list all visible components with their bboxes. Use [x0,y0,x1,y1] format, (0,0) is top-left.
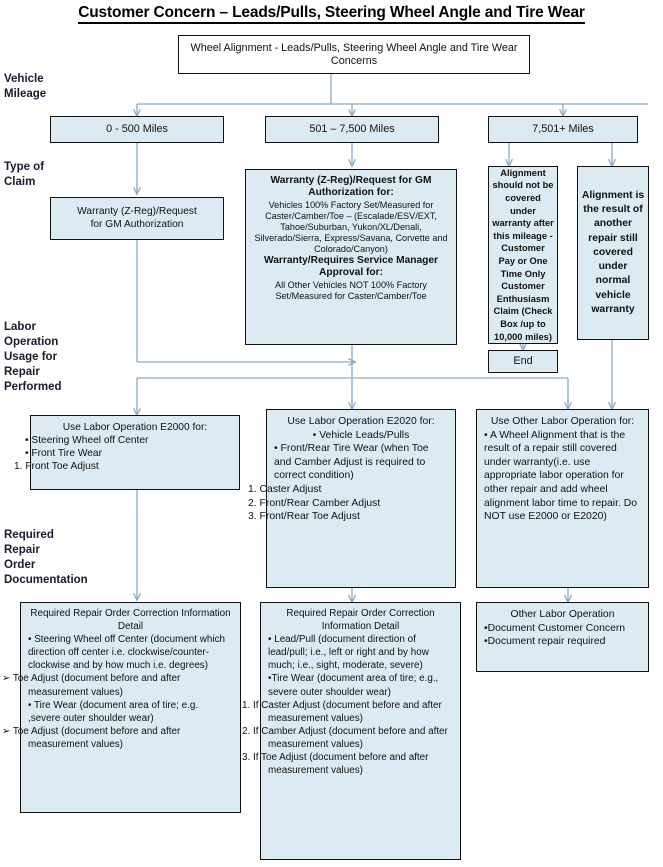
labor-e2000-list: • Steering Wheel off Center • Front Tire… [14,434,232,474]
claim-high-not-covered-node[interactable]: Alignment should not be covered under wa… [488,166,558,344]
list-item: •Document Customer Concern [484,622,626,634]
labor-e2000-header: Use Labor Operation E2000 for: [62,422,208,433]
list-item: 3. If Toe Adjust (document before and af… [242,752,429,777]
mileage-7501-plus-label: 7,501+ Miles [532,123,594,135]
mileage-7501-plus-node[interactable]: 7,501+ Miles [488,116,638,143]
labor-other-node[interactable]: Use Other Labor Operation for: • A Wheel… [476,409,649,588]
list-item: 3. Front/Rear Toe Adjust [248,511,360,523]
list-item: ➢ Toe Adjust (document before and after … [2,673,181,698]
mileage-0-500-label: 0 - 500 Miles [106,123,168,135]
claim-mid-node[interactable]: Warranty (Z-Reg)/Request for GM Authoriz… [245,169,457,345]
list-item: • Tire Wear (document area of tire; e.g.… [28,699,199,724]
labor-other-list: • A Wheel Alignment that is the result o… [484,429,641,524]
end-node-label: End [513,355,533,367]
claim-mid-bullet2-body: All Other Vehicles NOT 100% Factory Set/… [275,279,427,301]
list-item: 2. Front/Rear Camber Adjust [248,497,381,509]
claim-high-other-repair-text: Alignment is the result of another repai… [581,190,645,315]
doc-left-header: Required Repair Order Correction Informa… [30,608,231,632]
list-item: •Document repair required [484,636,606,648]
mileage-0-500-node[interactable]: 0 - 500 Miles [50,116,224,143]
doc-right-header: Other Labor Operation [510,609,615,620]
labor-e2000-node[interactable]: Use Labor Operation E2000 for: • Steerin… [14,415,240,490]
list-item: • A Wheel Alignment that is the result o… [484,429,638,523]
claim-mid-bullet1-head: Warranty (Z-Reg)/Request for GM Authoriz… [270,175,432,199]
list-item: • Vehicle Leads/Pulls [312,429,410,441]
list-item: • Front/Rear Tire Wear (when Toe and Cam… [274,443,429,482]
list-item: 2. If Camber Adjust (document before and… [242,725,448,750]
labor-e2020-header: Use Labor Operation E2020 for: [287,416,435,427]
end-node[interactable]: End [488,350,558,373]
labor-e2020-node[interactable]: Use Labor Operation E2020 for: • Vehicle… [248,409,456,588]
claim-high-other-repair-node[interactable]: Alignment is the result of another repai… [577,166,649,340]
mileage-501-7500-label: 501 – 7,500 Miles [309,123,395,135]
claim-low-line1: Warranty (Z-Reg)/Request [77,206,197,218]
claim-mid-bullet2-head: Warranty/Requires Service Manager Approv… [263,254,438,279]
list-item: •Tire Wear (document area of tire; e.g.,… [268,673,439,698]
labor-e2020-list: • Vehicle Leads/Pulls • Front/Rear Tire … [248,429,448,524]
list-item: 1. If Caster Adjust (document before and… [242,699,442,724]
doc-middle-header: Required Repair Order Correction Informa… [286,608,435,632]
list-item: • Front Tire Wear [25,448,102,460]
list-item: ➢ Toe Adjust (document before and after … [2,725,181,750]
claim-low-node[interactable]: Warranty (Z-Reg)/Request for GM Authoriz… [50,197,224,240]
doc-right-node[interactable]: Other Labor Operation •Document Customer… [476,602,649,672]
claim-low-line2: for GM Authorization [90,218,184,230]
claim-high-not-covered-text: Alignment should not be covered under wa… [492,167,554,342]
claim-mid-bullet1-body: Vehicles 100% Factory Set/Measured for C… [254,199,448,254]
list-item: • Steering Wheel off Center (document wh… [28,634,226,672]
doc-left-node[interactable]: Required Repair Order Correction Informa… [2,602,241,813]
page-title-text: Customer Concern – Leads/Pulls, Steering… [78,4,585,24]
doc-middle-node[interactable]: Required Repair Order Correction Informa… [242,602,461,860]
list-item: 1. Front Toe Adjust [14,461,99,473]
doc-middle-list: • Lead/Pull (document direction of lead/… [242,633,453,777]
start-node[interactable]: Wheel Alignment - Leads/Pulls, Steering … [178,35,530,74]
labor-other-header: Use Other Labor Operation for: [490,416,635,427]
list-item: 1. Caster Adjust [248,483,322,495]
start-node-text: Wheel Alignment - Leads/Pulls, Steering … [190,41,518,67]
list-item: • Lead/Pull (document direction of lead/… [268,634,429,672]
list-item: • Steering Wheel off Center [25,435,149,446]
mileage-501-7500-node[interactable]: 501 – 7,500 Miles [265,116,439,143]
doc-left-list: • Steering Wheel off Center (document wh… [2,633,233,751]
doc-right-list: •Document Customer Concern •Document rep… [484,622,641,649]
page-title: Customer Concern – Leads/Pulls, Steering… [0,4,663,24]
